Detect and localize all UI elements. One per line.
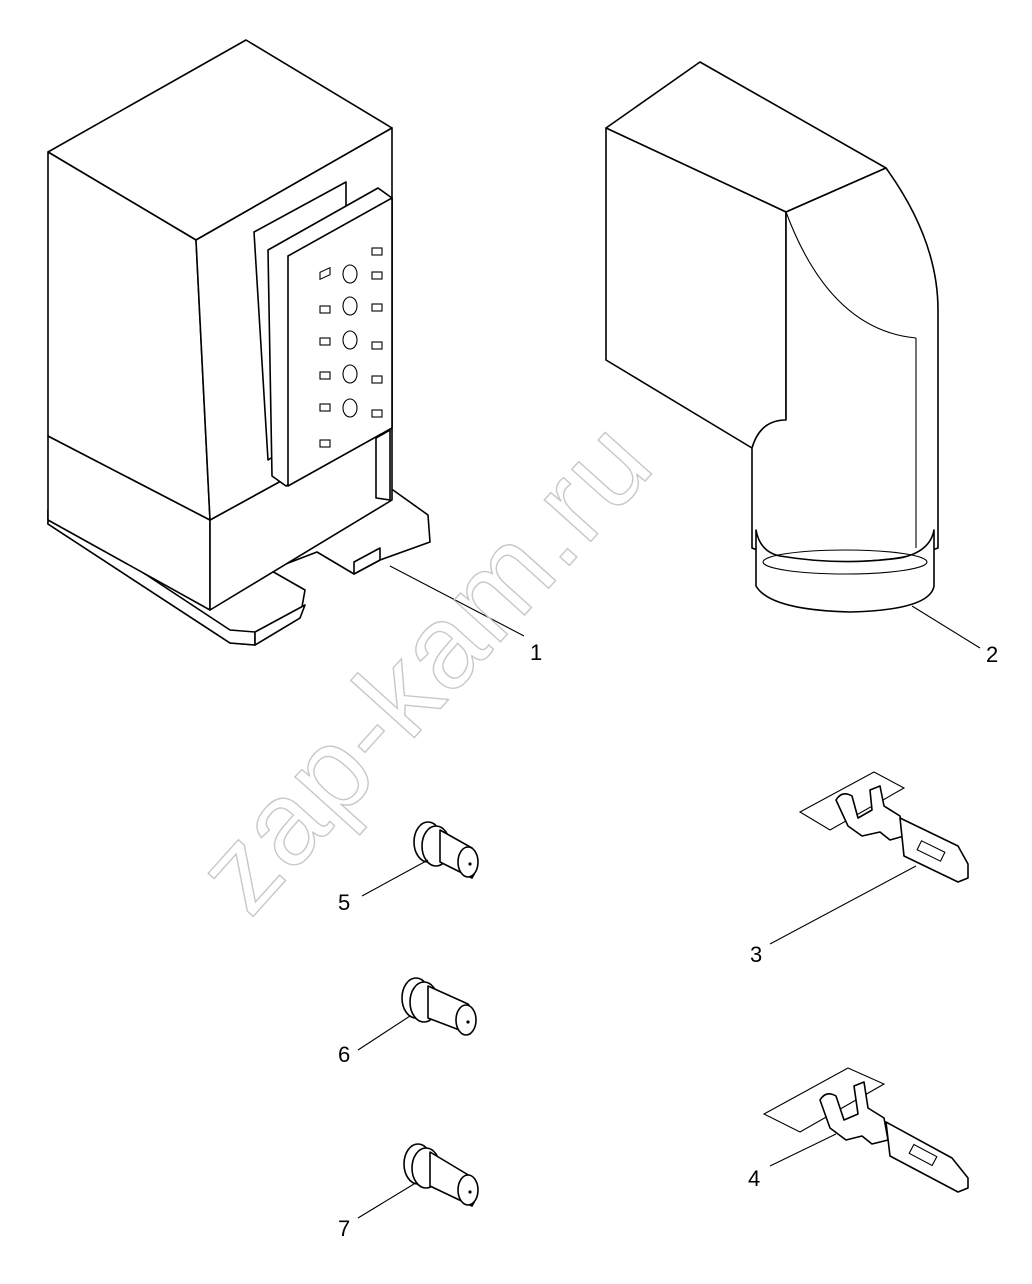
part-5-seal-plug bbox=[361, 821, 479, 897]
leader-line-1 bbox=[389, 565, 525, 637]
part-3-crimp-terminal bbox=[769, 771, 969, 945]
callout-label-2: 2 bbox=[986, 642, 998, 667]
part-4-crimp-terminal bbox=[762, 1067, 969, 1193]
callout-label-1: 1 bbox=[530, 640, 542, 665]
callout-label-4: 4 bbox=[748, 1166, 760, 1191]
leader-line-7 bbox=[357, 1183, 415, 1219]
leader-line-6 bbox=[357, 1015, 411, 1051]
leader-line-2 bbox=[911, 605, 981, 649]
part-6-seal-plug bbox=[357, 977, 477, 1051]
leader-line-4 bbox=[769, 1133, 837, 1167]
leader-line-5 bbox=[361, 859, 429, 897]
callout-label-7: 7 bbox=[338, 1216, 350, 1241]
part-2-angled-hood bbox=[605, 61, 981, 649]
callout-label-5: 5 bbox=[338, 890, 350, 915]
part-7-seal-plug bbox=[357, 1143, 479, 1219]
leader-line-3 bbox=[769, 865, 917, 945]
contact-holes bbox=[319, 247, 383, 448]
callout-label-6: 6 bbox=[338, 1042, 350, 1067]
callout-label-3: 3 bbox=[750, 942, 762, 967]
part-1-connector-housing bbox=[47, 39, 525, 646]
